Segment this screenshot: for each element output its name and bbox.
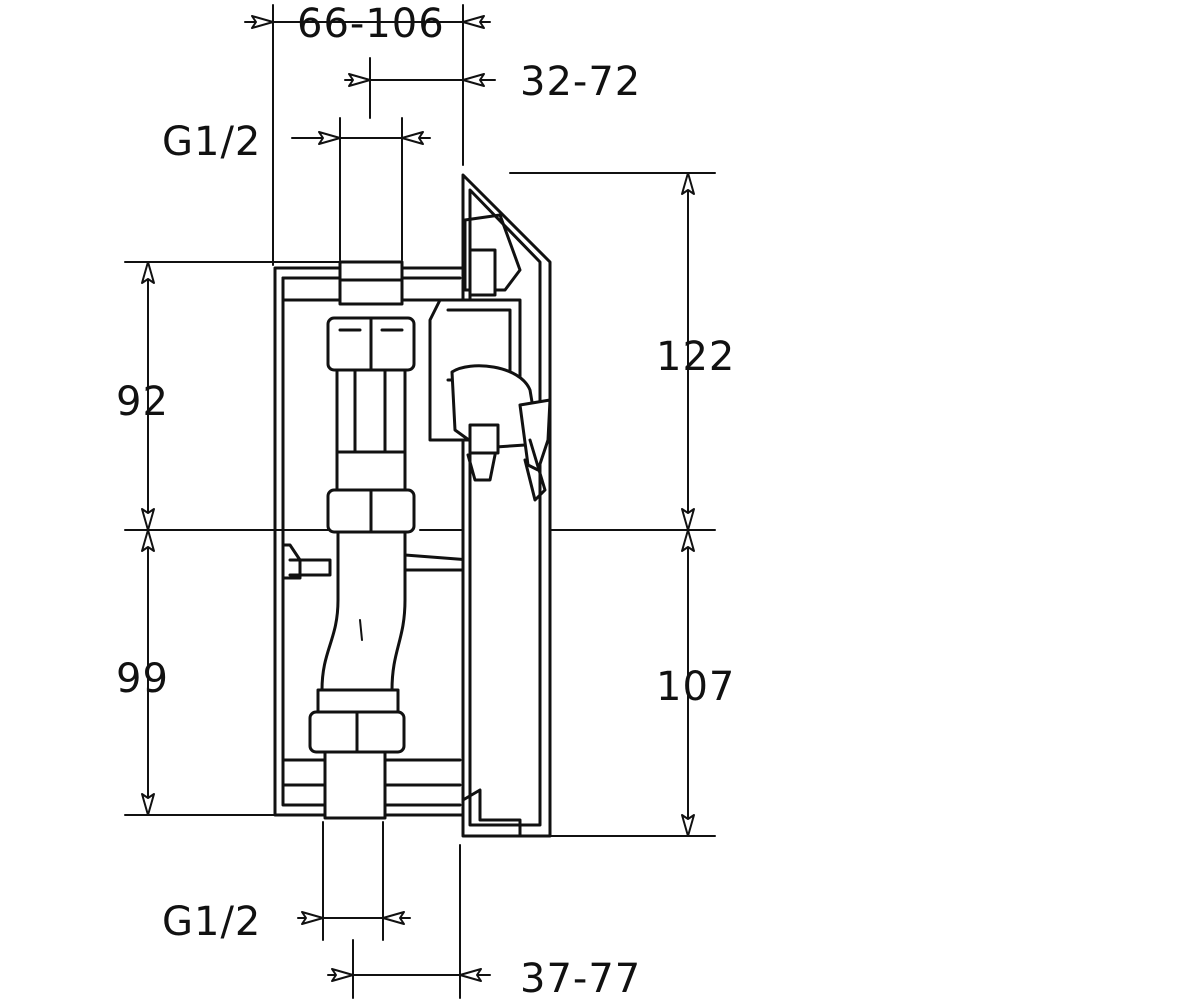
dimension-lower-height-right [681,529,695,837]
upper-height-right-label: 122 [656,334,735,380]
dimension-top-offset [344,73,496,87]
dimension-top-wall [244,15,491,29]
lower-height-right-label: 107 [656,664,735,710]
dimension-bottom-offset [327,968,491,982]
dimension-lower-height [141,529,155,816]
dimension-top-thread [291,131,431,145]
lower-height-label: 99 [116,656,169,702]
top-thread-label: G1/2 [162,119,261,165]
upper-fitting [326,260,416,534]
dimension-upper-height [141,261,155,531]
bottom-thread-label: G1/2 [162,899,261,945]
top-wall-range-label: 66-106 [297,1,445,47]
extension-lines [124,4,716,999]
s-bend-pipe [308,530,407,820]
dimension-bottom-thread [297,911,411,925]
dimension-upper-height-right [681,172,695,531]
top-offset-range-label: 32-72 [520,59,641,105]
upper-height-label: 92 [116,379,169,425]
bottom-offset-range-label: 37-77 [520,956,641,1000]
valve-handle [428,213,552,502]
